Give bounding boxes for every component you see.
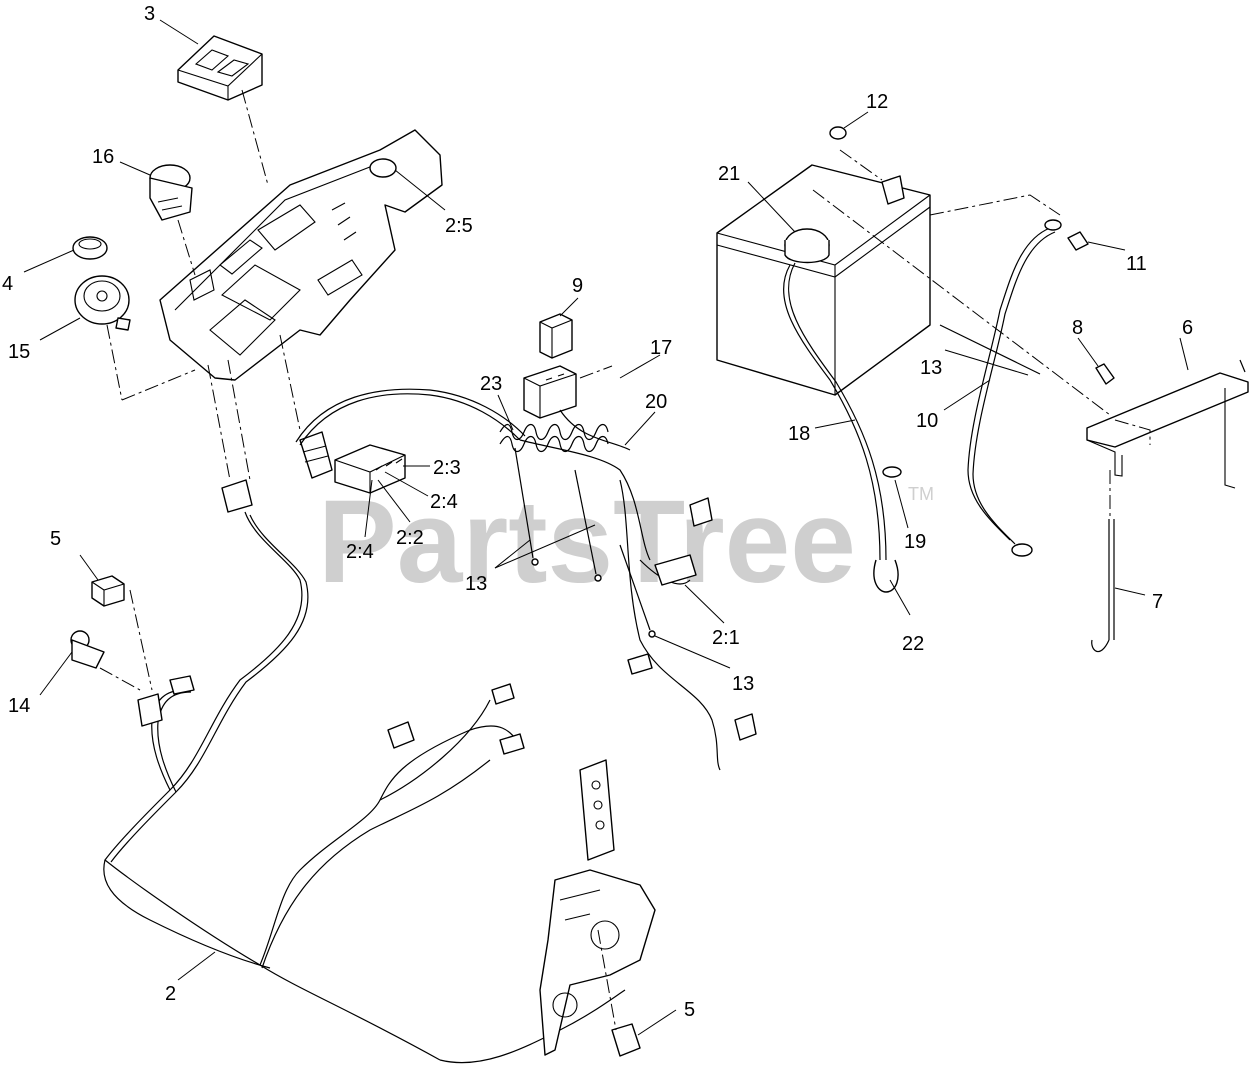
callout-2-2: 2:2 [396,527,424,549]
callout-13-c: 13 [732,673,754,695]
fuse-block [334,444,406,494]
callout-13-b: 13 [465,573,487,595]
seat-switch [91,575,125,607]
callout-15: 15 [8,341,30,363]
callout-8: 8 [1072,317,1083,339]
leader-lines [23,19,1189,1036]
battery-cables [782,219,1062,593]
callout-2-3: 2:3 [433,457,461,479]
control-panel [159,129,443,381]
callout-23: 23 [480,373,502,395]
callout-6: 6 [1182,317,1193,339]
callout-11: 11 [1126,253,1147,275]
callout-7: 7 [1152,591,1163,613]
relay [523,313,577,419]
callout-19: 19 [904,531,926,553]
callout-labels: 3 16 4 15 2:5 12 21 11 9 17 23 20 8 6 13… [2,3,1193,1021]
battery-hardware [829,126,1115,385]
callout-14: 14 [8,695,30,717]
hour-meter-module [177,35,263,101]
pto-switch [149,164,193,221]
ignition-switch [74,275,131,331]
callout-2-4-a: 2:4 [430,491,458,513]
battery [716,164,931,396]
panel-connectors [221,431,333,513]
ignition-key [72,236,108,260]
callout-10: 10 [916,410,938,432]
watermark: PartsTree [318,476,856,608]
callout-22: 22 [902,633,924,655]
callout-2-5: 2:5 [445,215,473,237]
callout-5-b: 5 [684,999,695,1021]
callout-5-a: 5 [50,528,61,550]
wiring-harness [103,388,757,1064]
watermark-tm: TM [908,484,934,504]
brake-switch [70,630,105,669]
callout-12: 12 [866,91,888,113]
callout-20: 20 [645,391,667,413]
battery-terminal-cover [784,175,905,264]
callout-18: 18 [788,423,810,445]
callout-21: 21 [718,163,740,185]
callout-17: 17 [650,337,672,359]
callout-2-4-b: 2:4 [346,541,374,563]
callout-2: 2 [165,983,176,1005]
callout-3: 3 [144,3,155,25]
callout-9: 9 [572,275,583,297]
motion-control-lever [539,759,656,1057]
callout-2-1: 2:1 [712,627,740,649]
callout-13-a: 13 [920,357,942,379]
assembly-lines [99,89,1151,1031]
callout-4: 4 [2,273,13,295]
callout-16: 16 [92,146,114,168]
battery-hold-down [1086,359,1249,653]
